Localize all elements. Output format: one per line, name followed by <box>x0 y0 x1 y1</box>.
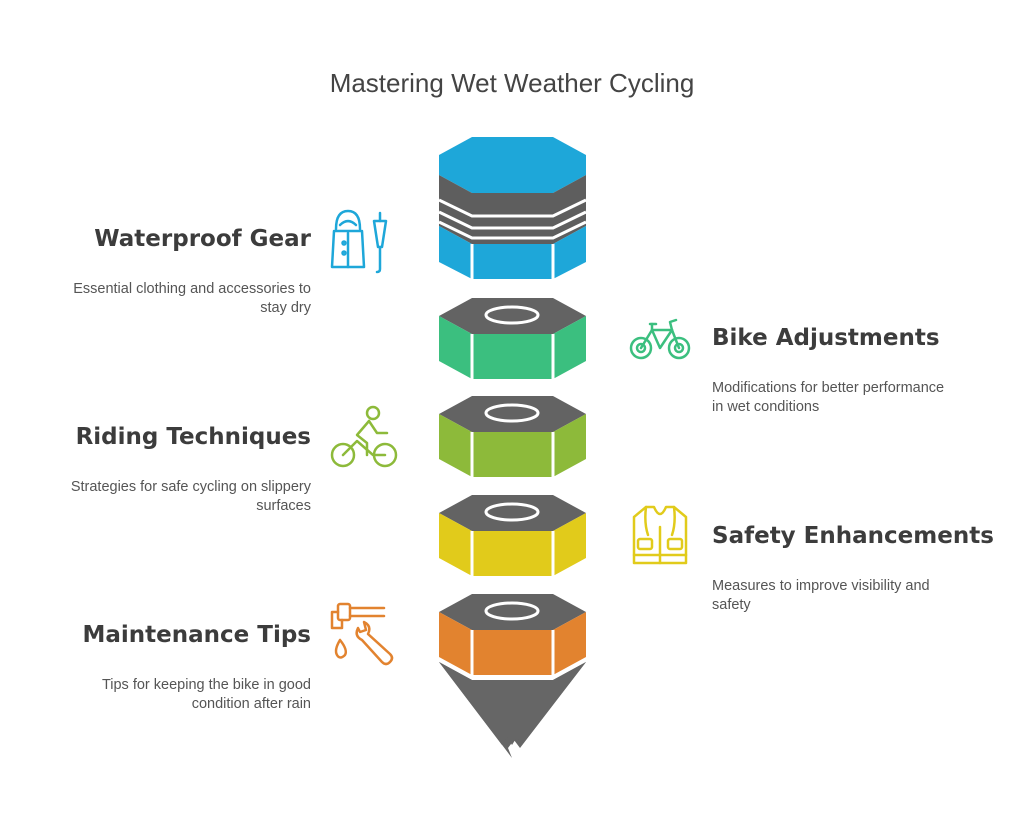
nut-top <box>439 495 586 531</box>
cap-top-face <box>439 137 586 193</box>
nut-body <box>439 316 586 379</box>
item-title-riding-techniques: Riding Techniques <box>75 424 311 450</box>
item-title-bike-adjustments: Bike Adjustments <box>712 325 940 351</box>
nut-body <box>439 612 586 675</box>
desc-line: Tips for keeping the bike in good <box>101 677 311 693</box>
desc-line: Strategies for safe cycling on slippery <box>70 479 311 495</box>
item-description-waterproof-gear: Essential clothing and accessories to st… <box>11 280 311 318</box>
nut-body <box>439 414 586 477</box>
item-description-riding-techniques: Strategies for safe cycling on slippery … <box>11 478 311 516</box>
item-title-maintenance-tips: Maintenance Tips <box>82 622 312 648</box>
stack-nut-maintenance <box>439 594 586 675</box>
nut-top <box>439 594 586 630</box>
safety-vest-icon <box>632 505 688 565</box>
item-title-waterproof-gear: Waterproof Gear <box>94 226 311 252</box>
stack-nut-safety <box>439 495 586 576</box>
page-title: Mastering Wet Weather Cycling <box>329 68 695 98</box>
stack-nut-bike <box>439 298 586 379</box>
item-title-safety-enhancements: Safety Enhancements <box>712 523 994 549</box>
desc-line: safety <box>712 597 751 613</box>
nut-body <box>439 513 586 576</box>
cyclist-icon <box>330 405 398 468</box>
desc-line: Measures to improve visibility and <box>712 578 930 594</box>
raincoat-umbrella-icon <box>330 209 388 274</box>
desc-line: stay dry <box>260 300 311 316</box>
desc-line: Essential clothing and accessories to <box>73 281 311 297</box>
item-description-maintenance-tips: Tips for keeping the bike in good condit… <box>11 676 311 714</box>
desc-line: in wet conditions <box>712 399 820 415</box>
desc-line: condition after rain <box>191 696 311 712</box>
nut-top <box>439 298 586 334</box>
cap-body <box>439 226 586 279</box>
stack-nut-riding <box>439 396 586 477</box>
cap-stripes <box>438 198 587 240</box>
desc-line: Modifications for better performance <box>712 380 945 396</box>
item-description-bike-adjustments: Modifications for better performance in … <box>712 379 1002 417</box>
desc-line: surfaces <box>256 498 311 514</box>
faucet-wrench-icon <box>330 602 394 666</box>
bicycle-gear-icon <box>629 318 691 360</box>
item-description-safety-enhancements: Measures to improve visibility and safet… <box>712 577 1002 615</box>
nut-top <box>439 396 586 432</box>
stack-cap-waterproof <box>438 137 587 279</box>
